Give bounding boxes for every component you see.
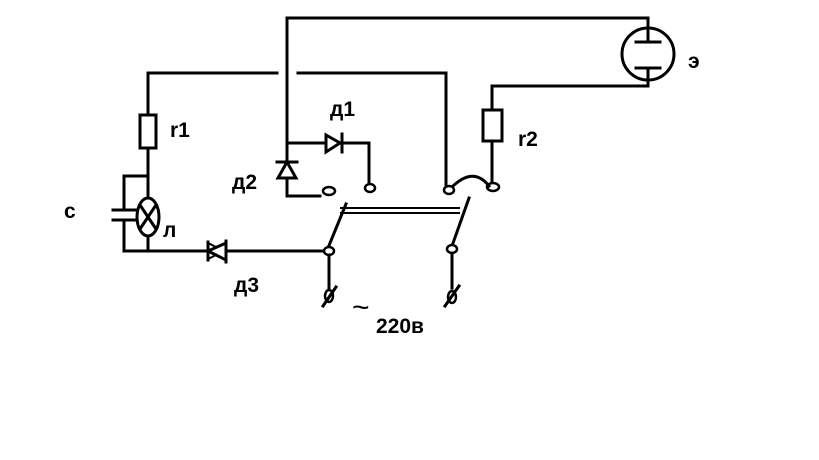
label-e: э <box>688 50 700 73</box>
label-r1: r1 <box>170 119 190 142</box>
lamp-l-icon <box>135 174 161 253</box>
double-pole-switch-icon <box>322 196 471 290</box>
resistor-r1-icon <box>138 71 158 178</box>
wire-electrode-r2 <box>490 75 650 112</box>
label-d3: д3 <box>234 274 259 297</box>
label-d2: д2 <box>232 171 257 194</box>
label-d1: д1 <box>330 98 355 121</box>
switch-contacts <box>321 174 501 197</box>
label-tilde: ~ <box>352 291 370 324</box>
label-c: c <box>64 200 76 223</box>
label-mains: 220в <box>376 315 424 338</box>
diode-d2-icon <box>275 141 322 198</box>
top-wire-left <box>146 71 448 192</box>
resistor-r2-icon <box>481 108 504 190</box>
label-l: л <box>163 219 176 242</box>
diode-d1-icon <box>285 132 371 186</box>
capacitor-c-icon <box>111 174 150 253</box>
plug-icon <box>320 283 462 309</box>
label-r2: r2 <box>518 128 538 151</box>
electrode-icon <box>620 26 676 82</box>
top-wire-electrode <box>285 16 650 145</box>
diode-d3-icon <box>204 239 228 264</box>
